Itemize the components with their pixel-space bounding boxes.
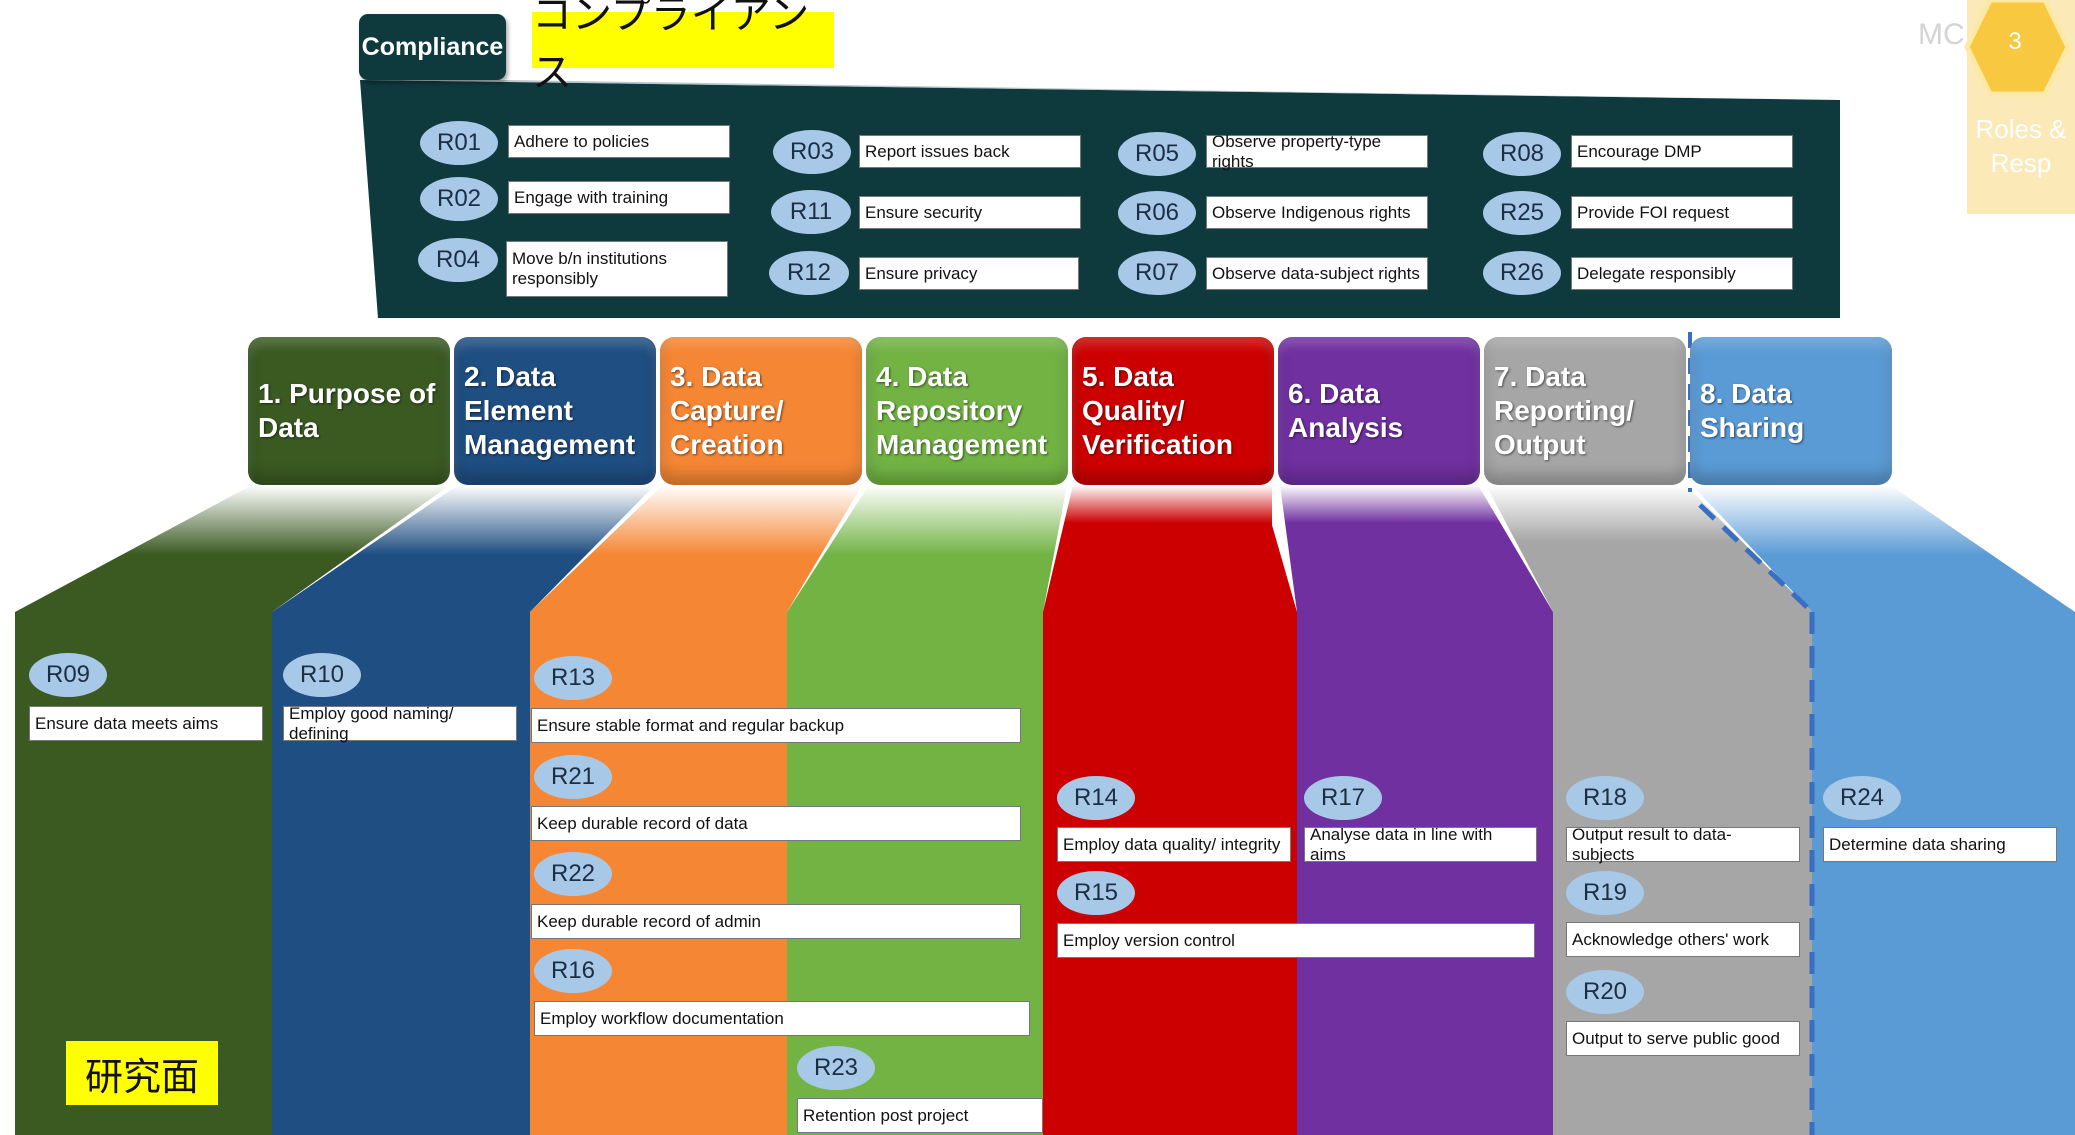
requirement-box: Output to serve public good <box>1566 1021 1800 1056</box>
requirement-box: Ensure stable format and regular backup <box>531 708 1021 743</box>
code-pill: R04 <box>418 238 498 282</box>
code-pill: R23 <box>797 1046 875 1090</box>
requirement-box: Report issues back <box>859 135 1081 168</box>
requirement-box: Move b/n institutions responsibly <box>506 241 728 297</box>
requirement-box: Output result to data-subjects <box>1566 825 1800 864</box>
code-pill: R03 <box>773 130 851 174</box>
code-pill: R17 <box>1304 776 1382 820</box>
requirement-box: Ensure data meets aims <box>29 706 263 741</box>
code-pill: R19 <box>1566 871 1644 915</box>
code-pill: R14 <box>1057 776 1135 820</box>
requirement-box: Observe Indigenous rights <box>1206 196 1428 229</box>
code-pill: R18 <box>1566 776 1644 820</box>
code-pill: R20 <box>1566 970 1644 1014</box>
requirement-box: Encourage DMP <box>1571 135 1793 168</box>
code-pill: R06 <box>1118 191 1196 235</box>
code-pill: R22 <box>534 852 612 896</box>
code-pill: R08 <box>1483 132 1561 176</box>
column-sharing <box>1812 612 2075 1135</box>
column-analysis <box>1297 612 1553 1135</box>
compliance-banner <box>360 80 1840 318</box>
code-pill: R25 <box>1483 191 1561 235</box>
funnel-purpose <box>15 485 450 612</box>
code-pill: R05 <box>1118 132 1196 176</box>
requirement-box: Employ data quality/ integrity <box>1057 827 1291 862</box>
requirement-box: Engage with training <box>508 181 730 214</box>
requirement-box: Employ good naming/ defining <box>283 704 517 743</box>
code-pill: R10 <box>283 653 361 697</box>
phase-data-repository-management: 4. Data Repository Management <box>866 337 1068 485</box>
requirement-box: Employ workflow documentation <box>534 1001 1030 1036</box>
code-pill: R01 <box>420 121 498 165</box>
phase-data-sharing: 8. Data Sharing <box>1690 337 1892 485</box>
phase-data-analysis: 6. Data Analysis <box>1278 337 1480 485</box>
requirement-box: Ensure privacy <box>859 257 1079 290</box>
requirement-box: Ensure security <box>859 196 1081 229</box>
requirement-box: Provide FOI request <box>1571 196 1793 229</box>
roles-label: Roles & Resp <box>1975 114 2067 178</box>
funnel-quality <box>1043 485 1297 612</box>
code-pill: R24 <box>1823 776 1901 820</box>
code-pill: R13 <box>534 656 612 700</box>
phase-data-capture-creation: 3. Data Capture/ Creation <box>660 337 862 485</box>
roles-hexagon-icon <box>1964 0 2070 97</box>
phase-data-element-management: 2. Data Element Management <box>454 337 656 485</box>
column-element <box>272 612 530 1135</box>
requirement-box: Analyse data in line with aims <box>1304 825 1537 864</box>
code-pill: R26 <box>1483 251 1561 295</box>
section-number: 3 <box>2008 28 2022 55</box>
funnel-repository <box>787 485 1067 612</box>
code-pill: R12 <box>769 251 849 295</box>
phase-purpose-of-data: 1. Purpose of Data <box>248 337 450 485</box>
requirement-box: Keep durable record of admin <box>531 904 1021 939</box>
code-pill: R09 <box>29 653 107 697</box>
funnel-capture <box>530 485 862 612</box>
funnel-sharing <box>1692 485 2075 612</box>
code-pill: R07 <box>1118 251 1196 295</box>
requirement-box: Employ version control <box>1057 923 1535 958</box>
requirement-box: Determine data sharing <box>1823 827 2057 862</box>
requirement-box: Delegate responsibly <box>1571 257 1793 290</box>
compliance-japanese-label: コンプライアンス <box>532 0 834 96</box>
research-japanese-label: 研究面 <box>66 1041 218 1105</box>
code-pill: R11 <box>771 190 851 234</box>
code-pill: R21 <box>534 755 612 799</box>
code-pill: R16 <box>534 949 612 993</box>
requirement-box: Acknowledge others' work <box>1566 922 1800 957</box>
code-pill: R15 <box>1057 871 1135 915</box>
phase-data-reporting-output: 7. Data Reporting/ Output <box>1484 337 1686 485</box>
requirement-box: Retention post project <box>797 1098 1043 1133</box>
phase-data-quality-verification: 5. Data Quality/ Verification <box>1072 337 1274 485</box>
requirement-box: Keep durable record of data <box>531 806 1021 841</box>
compliance-tab: Compliance <box>359 14 506 80</box>
sharing-divider-slope <box>1698 503 1814 614</box>
code-pill: R02 <box>420 177 498 221</box>
funnel-analysis <box>1280 485 1553 612</box>
funnel-element <box>272 485 655 612</box>
requirement-box: Observe data-subject rights <box>1206 257 1428 290</box>
funnel-reporting <box>1486 485 1812 612</box>
requirement-box: Observe property-type rights <box>1206 132 1428 171</box>
requirement-box: Adhere to policies <box>508 125 730 158</box>
compliance-banner-fold <box>360 80 1840 100</box>
